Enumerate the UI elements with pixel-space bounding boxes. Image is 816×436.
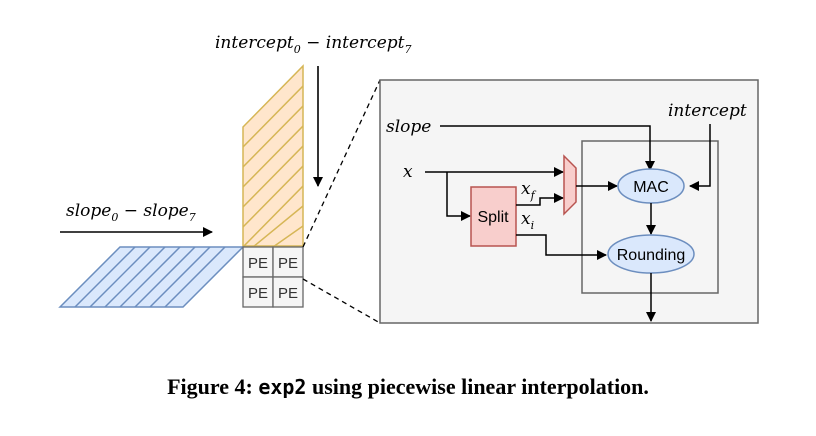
intercept-label: intercept: [668, 101, 747, 121]
slope-label: slope: [386, 117, 431, 137]
split-block: [470, 186, 517, 247]
split-label: Split: [477, 209, 509, 226]
figure-caption: Figure 4: exp2 using piecewise linear in…: [0, 374, 816, 400]
pe-cell: [272, 276, 304, 308]
x-to-split-arrow: [446, 172, 471, 221]
zoom-line-top: [302, 79, 381, 248]
xf-label: xf: [521, 179, 537, 202]
slope-buffer: [58, 246, 245, 308]
intercept-to-mac-arrow: [689, 124, 711, 191]
rounding-label: Rounding: [617, 247, 686, 264]
multiplexer-block: [563, 154, 577, 216]
xi-to-rounding-arrow: [516, 234, 607, 260]
xi-label: xi: [521, 209, 534, 232]
pe-label: PE: [248, 255, 268, 272]
pe-label: PE: [278, 285, 298, 302]
slope-to-mac-arrow: [440, 125, 655, 171]
pe-label: PE: [248, 285, 268, 302]
pe-label: PE: [278, 255, 298, 272]
x-label: x: [403, 162, 413, 182]
zoom-line-bottom: [302, 278, 381, 324]
mac-label: MAC: [633, 179, 669, 196]
intercept-buffer: [242, 64, 304, 247]
caption-code: exp2: [258, 375, 307, 399]
xf-to-mux-arrow: [516, 193, 564, 206]
caption-prefix: Figure 4:: [167, 374, 259, 399]
intercept-range-label: intercept0 − intercept7: [215, 33, 411, 56]
pe-cell: [242, 276, 274, 308]
pe-grid: [242, 246, 304, 308]
slope-range-label: slope0 − slope7: [66, 201, 196, 224]
caption-suffix: using piecewise linear interpolation.: [306, 374, 649, 399]
